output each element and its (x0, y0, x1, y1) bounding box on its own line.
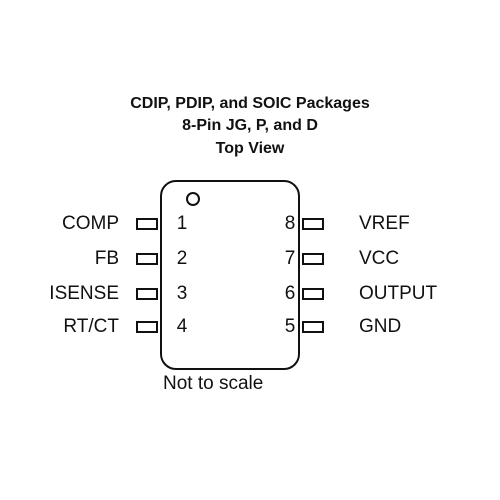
scale-note: Not to scale (163, 373, 264, 394)
pin-8-lead (302, 218, 324, 230)
pin-number-3: 3 (176, 283, 188, 304)
pin-label-rtct: RT/CT (63, 316, 119, 337)
pin-label-comp: COMP (62, 213, 119, 234)
ic-package-body (160, 180, 300, 370)
pin-number-8: 8 (284, 213, 296, 234)
pin-4-lead (136, 321, 158, 333)
pin-1-lead (136, 218, 158, 230)
diagram-title: CDIP, PDIP, and SOIC Packages (130, 95, 370, 112)
pin-label-vcc: VCC (359, 248, 400, 269)
pin-label-gnd: GND (359, 316, 402, 337)
pin-5-lead (302, 321, 324, 333)
pin-label-output: OUTPUT (359, 283, 438, 304)
pin-3-lead (136, 288, 158, 300)
pin-number-2: 2 (176, 248, 188, 269)
pin-number-7: 7 (284, 248, 296, 269)
pin-label-vref: VREF (359, 213, 410, 234)
diagram-subtitle: 8-Pin JG, P, and D (182, 117, 318, 134)
pin-2-lead (136, 253, 158, 265)
diagram-view-label: Top View (215, 140, 285, 157)
pin-number-5: 5 (284, 316, 296, 337)
pin-6-lead (302, 288, 324, 300)
pin-number-4: 4 (176, 316, 188, 337)
pin-label-fb: FB (94, 248, 119, 269)
pin-7-lead (302, 253, 324, 265)
pin-number-1: 1 (176, 213, 188, 234)
pin1-indicator-dot (186, 192, 200, 206)
pin-number-6: 6 (284, 283, 296, 304)
pin-label-isense: ISENSE (49, 283, 119, 304)
